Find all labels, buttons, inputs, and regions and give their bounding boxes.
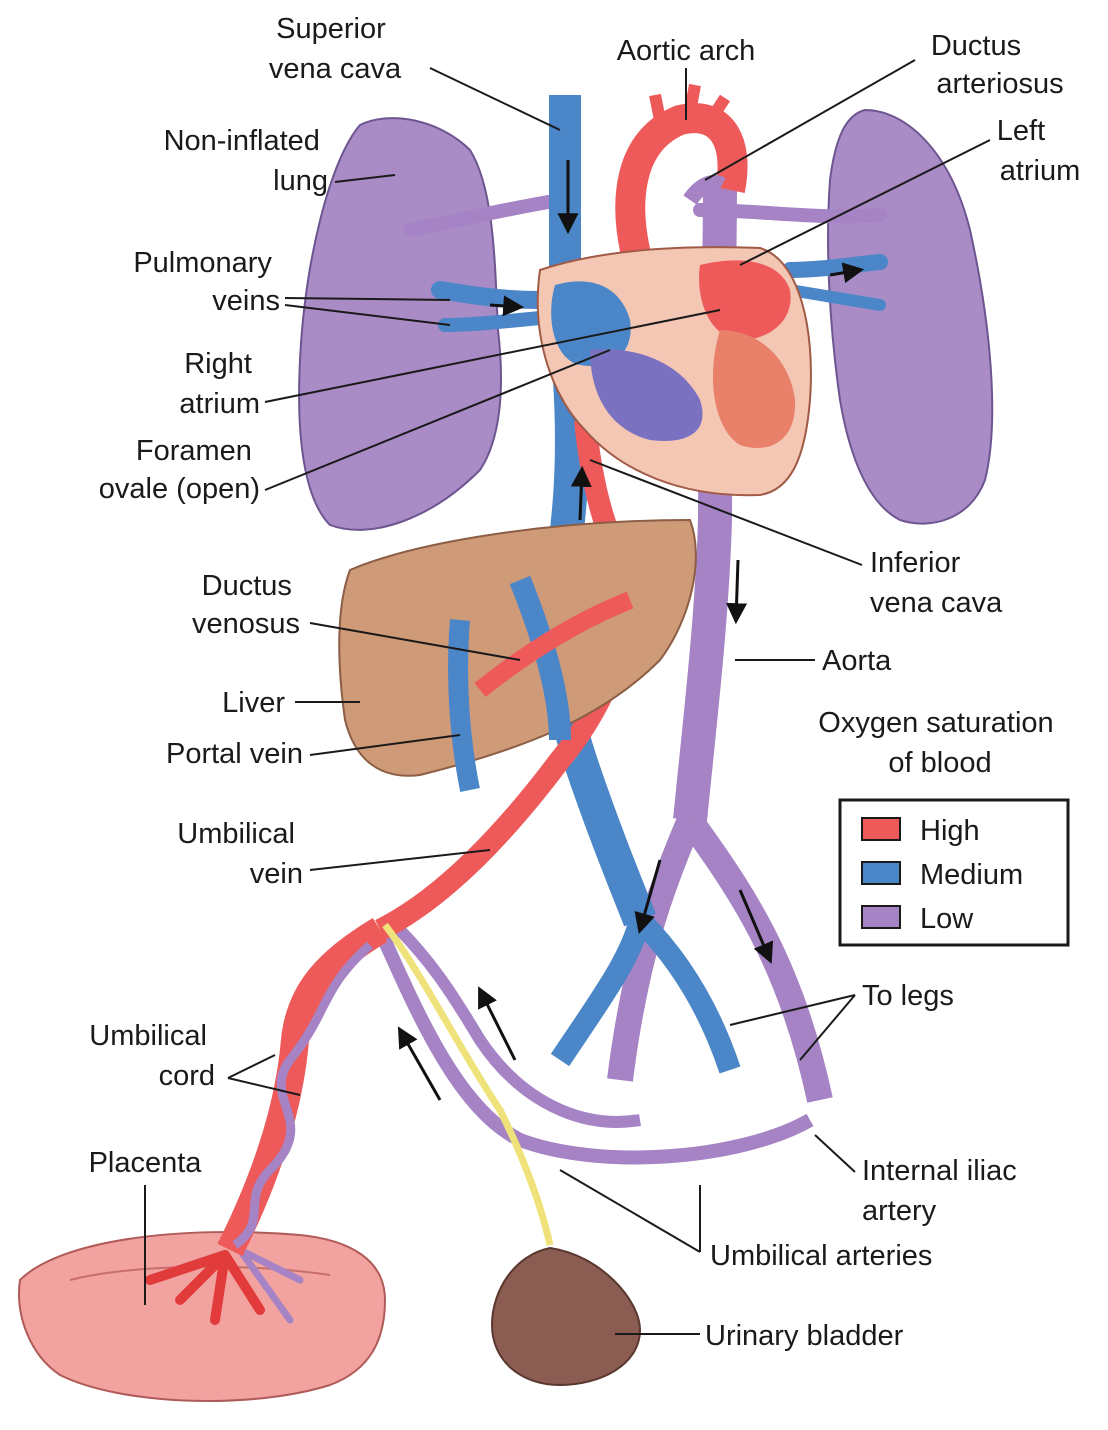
label-portal-vein: Portal vein: [166, 738, 303, 770]
iliac-artery-right: [679, 812, 833, 1103]
label-umbilical-vein: Umbilical vein: [177, 818, 303, 890]
label-umbilical-cord: Umbilical cord: [89, 1020, 215, 1092]
aortic-arch-branches: [649, 83, 731, 122]
umbilical-arteries-vessels: [373, 927, 814, 1165]
flow-arrows: [397, 160, 865, 1101]
heart-left-atrium: [699, 260, 791, 340]
legend-label-medium: Medium: [920, 859, 1023, 891]
label-left-atrium: Left atrium: [997, 115, 1081, 187]
label-oxygen-saturation: Oxygen saturation of blood: [818, 707, 1061, 779]
heart-right-ventricle: [590, 349, 703, 441]
liver-organ: [338, 518, 697, 777]
label-pulmonary-veins: Pulmonary veins: [133, 247, 280, 317]
label-liver: Liver: [222, 687, 285, 719]
legend-swatch-high: [861, 817, 901, 841]
legend-label-high: High: [920, 815, 980, 847]
label-to-legs: To legs: [862, 980, 954, 1012]
label-foramen-ovale: Foramen ovale (open): [99, 435, 260, 505]
label-aorta: Aorta: [822, 645, 892, 677]
legend: High Medium Low: [838, 798, 1070, 947]
portal-vein-vessel: [448, 619, 480, 792]
label-ductus-arteriosus: Ductus arteriosus: [931, 30, 1064, 100]
placenta-organ: [18, 1231, 387, 1402]
heart-left-ventricle: [712, 330, 796, 448]
umbilical-cord-structure: [217, 917, 554, 1257]
ductus-venosus-vessel: [474, 591, 634, 698]
label-placenta: Placenta: [89, 1147, 203, 1179]
heart-organ: [536, 246, 812, 497]
heart-right-atrium: [551, 281, 631, 366]
urinary-bladder-organ: [490, 1246, 642, 1387]
legend-swatch-low: [861, 905, 901, 929]
leader-lines: [144, 59, 991, 1335]
label-ductus-venosus: Ductus venosus: [192, 570, 300, 640]
label-internal-iliac-artery: Internal iliac artery: [862, 1155, 1025, 1227]
aortic-arch-vessel: [615, 103, 748, 275]
label-urinary-bladder: Urinary bladder: [705, 1320, 904, 1352]
label-aortic-arch: Aortic arch: [617, 35, 756, 67]
label-inferior-vena-cava: Inferior vena cava: [870, 547, 1003, 619]
umbilical-arteries-vessels-2: [390, 920, 641, 1128]
legend-swatch-medium: [861, 861, 901, 885]
label-umbilical-arteries: Umbilical arteries: [710, 1240, 932, 1272]
ductus-arteriosus-vessel: [683, 175, 726, 205]
label-superior-vena-cava: Superior vena cava: [269, 13, 402, 85]
label-non-inflated-lung: Non-inflated lung: [164, 125, 328, 197]
legend-label-low: Low: [920, 903, 974, 935]
right-lung: [827, 108, 994, 525]
hepatic-vein-branch: [509, 575, 571, 741]
label-right-atrium: Right atrium: [179, 348, 260, 420]
